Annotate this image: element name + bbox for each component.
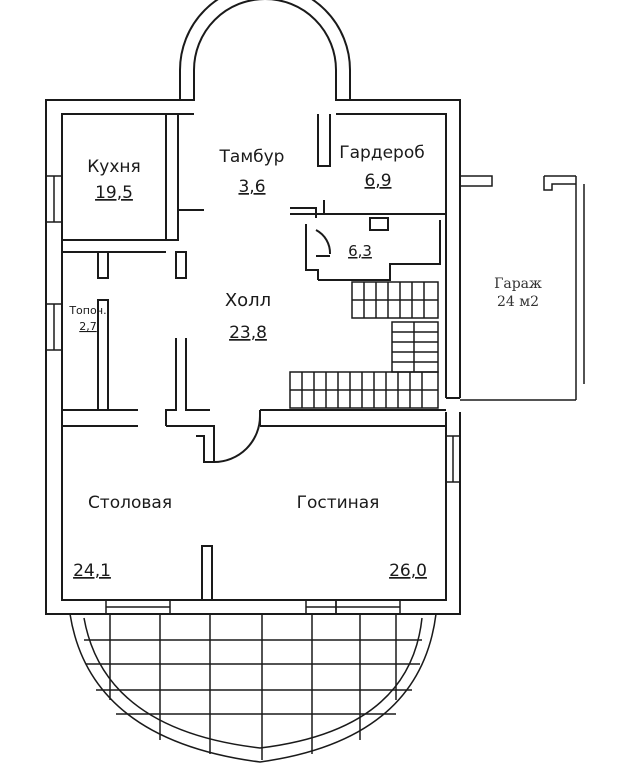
- boiler-walls: [62, 299, 138, 427]
- wardrobe-walls: [290, 114, 446, 231]
- bottom-windows: [105, 599, 401, 615]
- terrace: [69, 613, 437, 763]
- vestibule-name: Тамбур: [219, 147, 285, 167]
- garage-area: 24 м2: [497, 294, 539, 310]
- living-name: Гостиная: [297, 493, 380, 513]
- garage-outline: [459, 175, 585, 401]
- dining-living-partition: [201, 545, 213, 601]
- staircase: [289, 281, 439, 409]
- boiler-name: Топоч.: [68, 304, 106, 317]
- hall-walls: [165, 338, 446, 463]
- wardrobe-name: Гардероб: [339, 143, 424, 163]
- tambour-bay-wall: [179, 0, 351, 101]
- dining-name: Столовая: [88, 493, 172, 513]
- storage-area: 6,3: [348, 242, 372, 260]
- kitchen-area: 19,5: [95, 183, 133, 203]
- kitchen-name: Кухня: [87, 157, 141, 177]
- wardrobe-area: 6,9: [364, 171, 391, 191]
- garage-name: Гараж: [494, 276, 542, 292]
- vestibule-area: 3,6: [238, 177, 265, 197]
- dining-area: 24,1: [73, 561, 111, 581]
- boiler-area: 2,7: [79, 320, 97, 333]
- hall-name: Холл: [225, 290, 271, 311]
- outer-walls: [45, 99, 461, 615]
- right-window: [445, 435, 461, 483]
- left-windows: [45, 175, 63, 351]
- storage-walls: [305, 220, 441, 281]
- kitchen-walls: [62, 114, 204, 253]
- hall-area: 23,8: [229, 323, 267, 343]
- kitchen-door-stubs: [97, 251, 187, 279]
- living-area: 26,0: [389, 561, 427, 581]
